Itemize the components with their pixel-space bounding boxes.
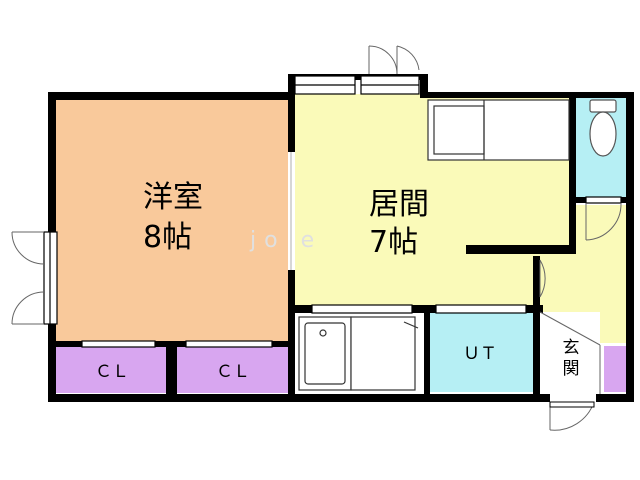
western-room-size: 8帖 — [143, 220, 192, 255]
unit-bath-floor — [430, 313, 533, 392]
shoe-cabinet — [604, 346, 626, 392]
unit-bath-label: ＵＴ — [463, 344, 497, 364]
western-room-floor — [56, 100, 290, 342]
entrance-label-line2: 関 — [563, 359, 580, 379]
living-room-size: 7帖 — [369, 225, 418, 260]
closet-right-floor — [177, 347, 288, 393]
door-swings — [11, 45, 622, 431]
entrance-floor — [540, 312, 600, 392]
entrance-door-leaf — [549, 401, 595, 408]
bathtub — [298, 316, 419, 391]
entrance-label-line1: 玄 — [563, 338, 580, 358]
kitchen-counter — [427, 99, 570, 161]
windows — [43, 75, 622, 348]
closet-left-floor — [56, 347, 166, 393]
living-room-name: 居間 — [369, 187, 429, 222]
closet-left-label: ＣＬ — [95, 362, 129, 382]
toilet-fixture — [589, 99, 617, 157]
watermark: jo e — [249, 228, 322, 253]
closet-right-label: ＣＬ — [216, 362, 250, 382]
western-room-name: 洋室 — [143, 180, 203, 215]
